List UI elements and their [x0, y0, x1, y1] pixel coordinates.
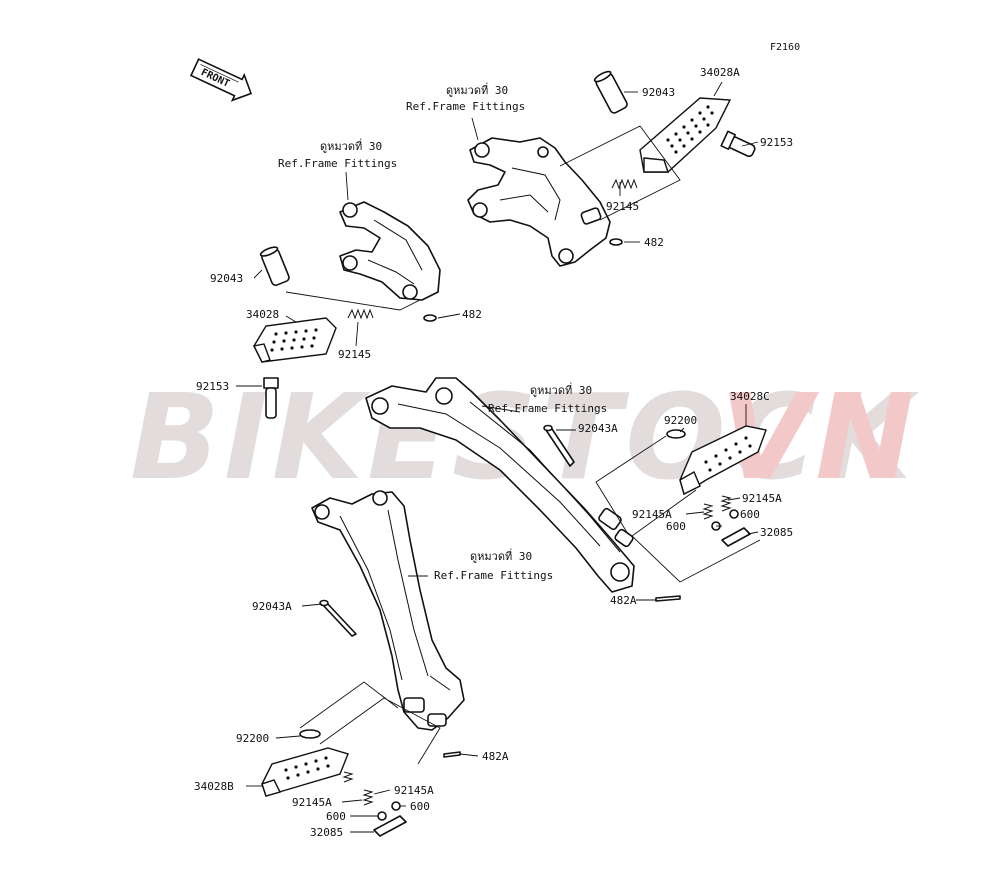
- label-92145A-right-2: 92145A: [632, 508, 672, 521]
- label-600-left-2: 600: [326, 810, 346, 823]
- ball-600-right-2: [729, 509, 739, 519]
- spring-92145A-right-2: [720, 495, 732, 512]
- label-600-right-2: 600: [740, 508, 760, 521]
- label-92145-top: 92145: [606, 200, 639, 213]
- ref1-en: Ref.Frame Fittings: [406, 100, 525, 113]
- part-labels: 92043 34028A 92153 92145 482 92043 34028…: [194, 66, 793, 839]
- front-arrow-icon: FRONT: [189, 58, 253, 102]
- spring-92145-left: [347, 308, 374, 320]
- footpeg-34028: [252, 317, 337, 363]
- label-34028: 34028: [246, 308, 279, 321]
- ref4-en: Ref.Frame Fittings: [434, 569, 553, 582]
- label-92200-left: 92200: [236, 732, 269, 745]
- front-left-bracket: [339, 201, 441, 301]
- pin-482-left: [423, 314, 437, 322]
- footpeg-34028B: [261, 747, 349, 797]
- label-32085-left: 32085: [310, 826, 343, 839]
- ref2-en: Ref.Frame Fittings: [278, 157, 397, 170]
- ref2-thai: ดูหมวดที่ 30: [320, 138, 382, 153]
- ref3-thai: ดูหมวดที่ 30: [530, 382, 592, 397]
- footpeg-34028C: [679, 425, 767, 496]
- pin-92043-top: [593, 70, 628, 114]
- label-34028A: 34028A: [700, 66, 740, 79]
- spring-92145-top: [611, 178, 638, 190]
- label-482A-left: 482A: [482, 750, 509, 763]
- label-92145A-left-1: 92145A: [394, 784, 434, 797]
- label-482-left: 482: [462, 308, 482, 321]
- front-right-bracket: [467, 137, 611, 267]
- plate-32085-right: [721, 527, 751, 547]
- label-482-top: 482: [644, 236, 664, 249]
- label-92145A-right-1: 92145A: [742, 492, 782, 505]
- pin-92043A-left: [319, 599, 357, 637]
- label-92043-top: 92043: [642, 86, 675, 99]
- plate-32085-left: [373, 815, 407, 837]
- reference-notes: ดูหมวดที่ 30 Ref.Frame Fittings ดูหมวดที…: [278, 82, 607, 582]
- label-92043A-left: 92043A: [252, 600, 292, 613]
- ref1-thai: ดูหมวดที่ 30: [446, 82, 508, 97]
- pin-92043-left: [259, 246, 290, 287]
- pin-92043A-right: [543, 424, 575, 467]
- footpeg-34028A: [639, 97, 732, 173]
- figure-code: F2160: [770, 42, 800, 53]
- bolt-92153-left: [263, 377, 279, 419]
- washer-92200-right: [666, 429, 686, 439]
- bolt-92153-right: [720, 130, 756, 158]
- washer-92200-left: [299, 729, 321, 739]
- rear-right-bracket: [365, 377, 635, 593]
- label-92145-left: 92145: [338, 348, 371, 361]
- ball-600-left-1: [391, 801, 401, 811]
- label-600-right-1: 600: [666, 520, 686, 533]
- top-right-assembly: [467, 70, 759, 267]
- top-left-assembly: [236, 171, 461, 419]
- label-92043-left: 92043: [210, 272, 243, 285]
- label-482A-right: 482A: [610, 594, 637, 607]
- label-92200-right: 92200: [664, 414, 697, 427]
- label-92153-right: 92153: [760, 136, 793, 149]
- label-34028B: 34028B: [194, 780, 234, 793]
- ref3-en: Ref.Frame Fittings: [488, 402, 607, 415]
- spring-92145A-left-1: [362, 789, 374, 806]
- label-92043A-right: 92043A: [578, 422, 618, 435]
- label-600-left-1: 600: [410, 800, 430, 813]
- spring-92145A-right-1: [702, 503, 714, 520]
- label-92145A-left-2: 92145A: [292, 796, 332, 809]
- spring-92145A-left-2: [342, 771, 354, 783]
- pin-482A-right: [655, 595, 681, 602]
- rear-right-assembly: [365, 377, 767, 602]
- label-92153-left: 92153: [196, 380, 229, 393]
- ref4-thai: ดูหมวดที่ 30: [470, 548, 532, 563]
- ball-600-left-2: [377, 811, 387, 821]
- label-32085-right: 32085: [760, 526, 793, 539]
- pin-482A-left: [443, 751, 461, 758]
- pin-482-top: [609, 238, 623, 246]
- label-34028C: 34028C: [730, 390, 770, 403]
- rear-left-assembly: [246, 490, 479, 837]
